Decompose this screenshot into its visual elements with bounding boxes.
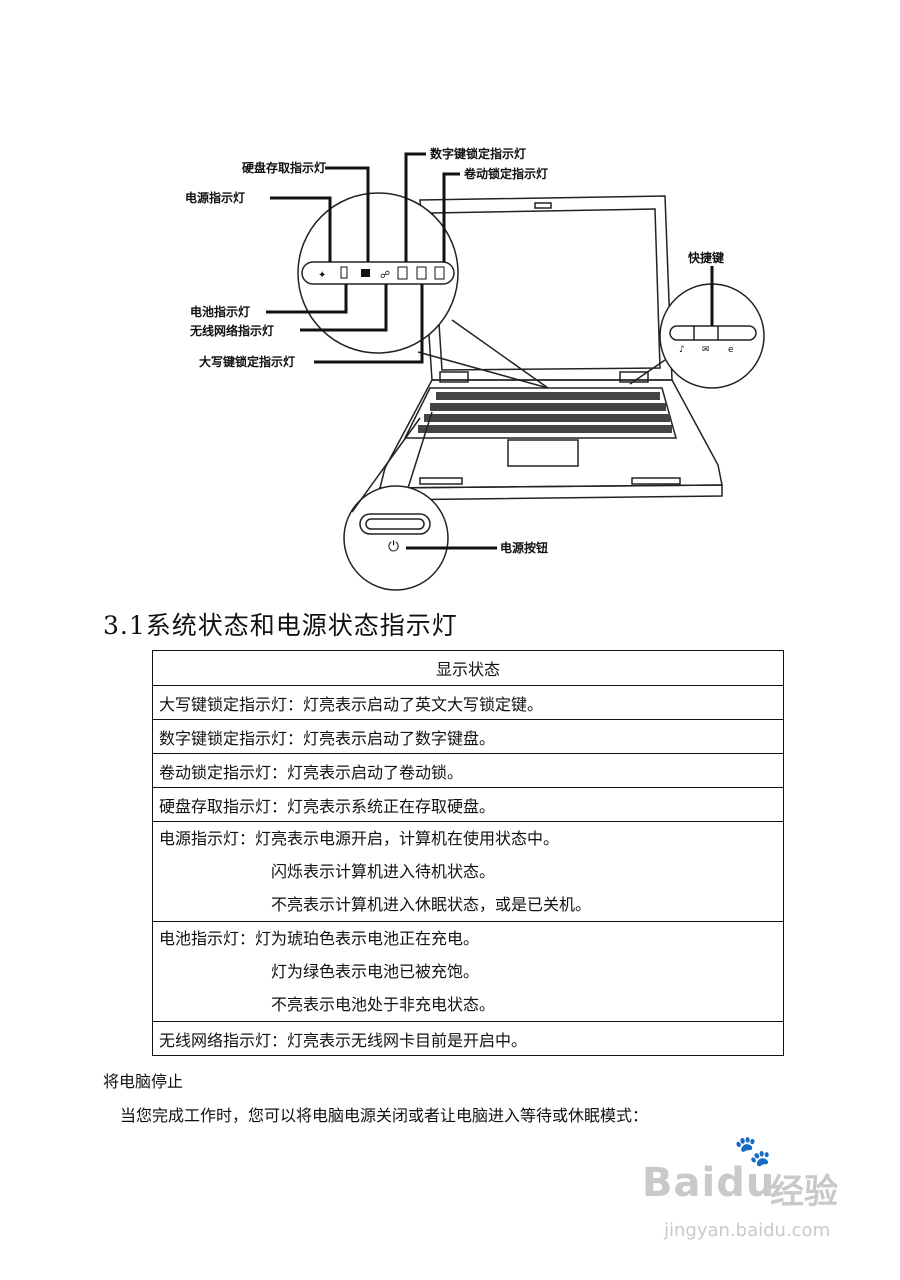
power-button-shape	[359, 513, 431, 535]
numlock-led-icon	[397, 266, 408, 280]
baidu-watermark: 🐾 Baidu 经验 jingyan.baidu.com	[642, 1134, 872, 1264]
sub-heading: 将电脑停止	[103, 1072, 184, 1091]
capslock-status-cell: 大写键锁定指示灯：灯亮表示启动了英文大写锁定键。	[152, 685, 784, 720]
watermark-url: jingyan.baidu.com	[664, 1220, 831, 1241]
label-numlock-indicator: 数字键锁定指示灯	[430, 146, 526, 161]
watermark-brand: Baidu	[642, 1160, 776, 1206]
laptop-diagram: ✦ ☍ ♪ ✉ e ⏻ 硬盘存取指	[185, 146, 765, 591]
battery-status-line: 电池指示灯：灯为琥珀色表示电池正在充电。	[159, 929, 480, 948]
power-status-line: 闪烁表示计算机进入待机状态。	[271, 862, 496, 881]
keyboard-keys	[418, 392, 672, 433]
watermark-cn: 经验	[770, 1172, 838, 1212]
laptop-keyboard	[403, 387, 677, 439]
battery-led-icon	[340, 266, 348, 279]
power-status-line: 电源指示灯：灯亮表示电源开启，计算机在使用状态中。	[159, 829, 560, 848]
label-power-indicator: 电源指示灯	[185, 190, 245, 205]
label-capslock-indicator: 大写键锁定指示灯	[199, 354, 295, 369]
table-row: 电源指示灯：灯亮表示电源开启，计算机在使用状态中。 闪烁表示计算机进入待机状态。…	[152, 821, 784, 922]
speaker-right	[631, 477, 681, 485]
capslock-led-icon	[416, 266, 427, 280]
table-row: 硬盘存取指示灯：灯亮表示系统正在存取硬盘。	[152, 787, 784, 822]
table-header-row: 显示状态	[152, 650, 784, 686]
battery-status-line: 不亮表示电池处于非充电状态。	[271, 995, 496, 1014]
table-row: 电池指示灯：灯为琥珀色表示电池正在充电。 灯为绿色表示电池已被充饱。 不亮表示电…	[152, 921, 784, 1022]
label-wireless-indicator: 无线网络指示灯	[189, 323, 274, 338]
table-header: 显示状态	[152, 650, 784, 686]
label-power-button: 电源按钮	[500, 540, 548, 555]
laptop-touchpad	[507, 439, 579, 467]
battery-status-line: 灯为绿色表示电池已被充饱。	[271, 962, 480, 981]
hdd-status-cell: 硬盘存取指示灯：灯亮表示系统正在存取硬盘。	[152, 787, 784, 822]
paw-icon: 🐾	[734, 1134, 772, 1169]
browser-icon: e	[728, 345, 734, 355]
wireless-status-cell: 无线网络指示灯：灯亮表示无线网卡目前是开启中。	[152, 1021, 784, 1056]
label-scrolllock-indicator: 卷动锁定指示灯	[463, 166, 548, 181]
status-table: 显示状态 大写键锁定指示灯：灯亮表示启动了英文大写锁定键。 数字键锁定指示灯：灯…	[152, 650, 784, 1056]
scrolllock-status-cell: 卷动锁定指示灯：灯亮表示启动了卷动锁。	[152, 753, 784, 788]
body-paragraph: 当您完成工作时，您可以将电脑电源关闭或者让电脑进入等待或休眠模式：	[120, 1106, 649, 1125]
mail-icon: ✉	[702, 345, 710, 355]
label-hdd-indicator: 硬盘存取指示灯	[242, 160, 326, 175]
table-row: 大写键锁定指示灯：灯亮表示启动了英文大写锁定键。	[152, 685, 784, 720]
laptop-lid	[419, 195, 673, 381]
speaker-left	[419, 477, 463, 485]
indicator-panel	[301, 261, 455, 285]
hdd-led-icon	[361, 269, 370, 277]
laptop-base-edge	[379, 484, 723, 501]
label-battery-indicator: 电池指示灯	[190, 304, 250, 319]
music-icon: ♪	[679, 345, 685, 355]
scrolllock-led-icon	[434, 266, 445, 280]
table-row: 无线网络指示灯：灯亮表示无线网卡目前是开启中。	[152, 1021, 784, 1056]
table-row: 数字键锁定指示灯：灯亮表示启动了数字键盘。	[152, 719, 784, 754]
laptop-screen	[431, 208, 661, 371]
battery-status-cell: 电池指示灯：灯为琥珀色表示电池正在充电。 灯为绿色表示电池已被充饱。 不亮表示电…	[152, 921, 784, 1022]
power-symbol-icon: ⏻	[388, 539, 399, 555]
power-led-icon: ✦	[318, 270, 326, 281]
table-row: 卷动锁定指示灯：灯亮表示启动了卷动锁。	[152, 753, 784, 788]
power-zoom-circle	[343, 485, 449, 591]
section-title: 3.1系统状态和电源状态指示灯	[103, 611, 458, 640]
label-hotkeys: 快捷键	[688, 250, 724, 265]
power-status-cell: 电源指示灯：灯亮表示电源开启，计算机在使用状态中。 闪烁表示计算机进入待机状态。…	[152, 821, 784, 922]
webcam	[534, 202, 552, 209]
hinge-left	[439, 371, 469, 383]
wireless-led-icon: ☍	[380, 270, 390, 281]
power-status-line: 不亮表示计算机进入休眠状态，或是已关机。	[271, 895, 592, 914]
numlock-status-cell: 数字键锁定指示灯：灯亮表示启动了数字键盘。	[152, 719, 784, 754]
